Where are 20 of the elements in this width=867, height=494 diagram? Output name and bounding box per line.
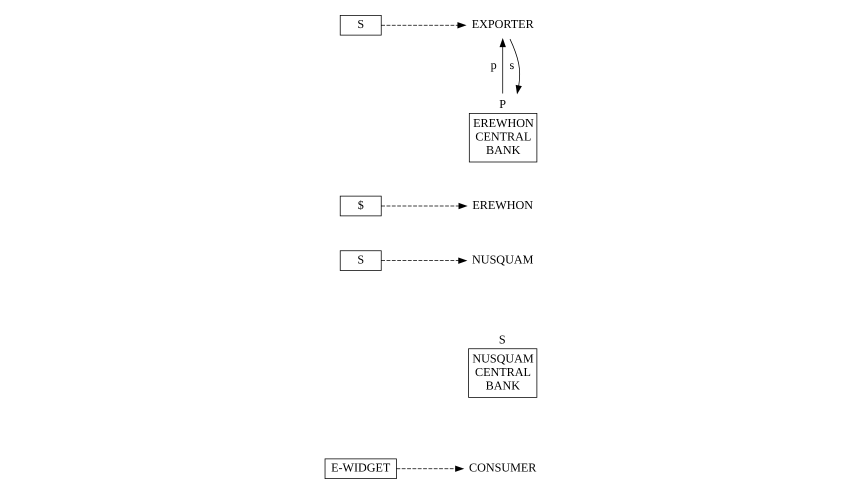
node-label: P [498, 96, 506, 111]
node-label: S [498, 332, 506, 346]
edge-label: p [490, 58, 496, 72]
edge-label: s [508, 58, 514, 72]
node-box: S [339, 15, 382, 36]
arrow [380, 202, 468, 210]
node-box: E-WIDGET [324, 458, 396, 479]
arrow [396, 466, 464, 472]
node-box: S [339, 250, 382, 271]
arrow [499, 38, 506, 94]
arrow [380, 257, 467, 264]
arrow [380, 22, 466, 28]
node-text: EXPORTER [471, 17, 534, 32]
node-box: NUSQUAM CENTRAL BANK [468, 348, 537, 398]
node-text: EREWHON [472, 198, 533, 212]
arrow [509, 38, 522, 94]
node-text: CONSUMER [468, 460, 536, 475]
node-box: EREWHON CENTRAL BANK [468, 112, 537, 162]
node-box: $ [339, 196, 382, 216]
node-text: NUSQUAM [472, 252, 533, 267]
